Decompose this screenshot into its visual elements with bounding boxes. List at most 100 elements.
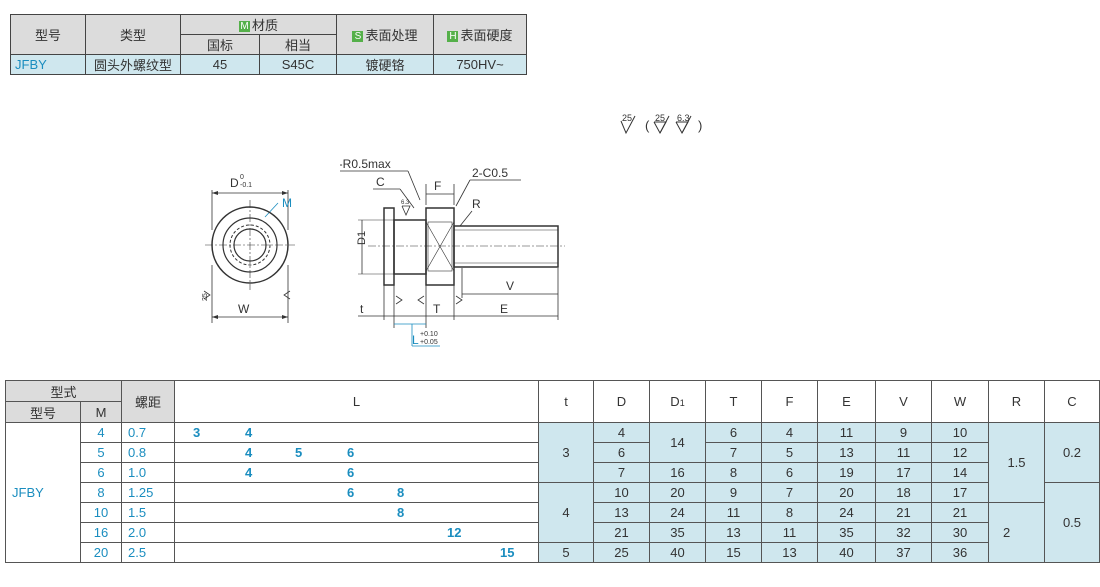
row1-m: 4 xyxy=(80,422,122,443)
row7-d1: 40 xyxy=(649,542,706,563)
spec-hardness: 750HV~ xyxy=(433,54,527,75)
row3-d1: 16 xyxy=(649,462,706,483)
material-tag: M xyxy=(238,21,250,32)
paren-close: ) xyxy=(698,118,702,133)
row1-tt: 6 xyxy=(705,422,762,443)
m-label: M xyxy=(282,196,292,210)
row3-f: 6 xyxy=(761,462,818,483)
row2-v: 11 xyxy=(875,442,932,463)
row6-e: 35 xyxy=(817,522,876,543)
row1-l-b: 4 xyxy=(245,425,253,440)
e-label: E xyxy=(500,302,508,316)
roughness-symbol: 25 ( 25 6.3 ) xyxy=(620,113,702,135)
spec-header-gb: 国标 xyxy=(180,34,260,55)
header-e: E xyxy=(817,380,876,423)
hardness-tag: H xyxy=(447,31,459,42)
d-tol-top: 0 xyxy=(240,174,244,181)
row7-d: 25 xyxy=(593,542,650,563)
row7-l-a: 15 xyxy=(500,545,515,560)
t-label: t xyxy=(360,302,364,316)
header-d1-main: D xyxy=(670,394,680,409)
c-cell-a: 0.2 xyxy=(1044,422,1100,483)
model-cell: JFBY xyxy=(5,422,81,563)
row1-e: 11 xyxy=(817,422,876,443)
row4-tt: 9 xyxy=(705,482,762,503)
row2-l-b: 5 xyxy=(295,445,303,460)
row4-w: 17 xyxy=(931,482,989,503)
row7-tt: 15 xyxy=(705,542,762,563)
row2-d: 6 xyxy=(593,442,650,463)
header-d1: D1 xyxy=(649,380,706,423)
row2-l-a: 4 xyxy=(245,445,253,460)
row5-d: 13 xyxy=(593,502,650,523)
side-view-drawing: 2-R0.5max C F 2-C0.5 R D1 V t T E L +0.1… xyxy=(340,157,565,347)
end-view-drawing: D 0 -0.1 M W 25 xyxy=(202,174,295,323)
row3-pitch: 1.0 xyxy=(121,462,175,483)
row5-f: 8 xyxy=(761,502,818,523)
row3-e: 19 xyxy=(817,462,876,483)
row1-l-a: 3 xyxy=(193,425,201,440)
header-l: L xyxy=(174,380,539,423)
row6-d1: 35 xyxy=(649,522,706,543)
row5-e: 24 xyxy=(817,502,876,523)
row5-m: 10 xyxy=(80,502,122,523)
row3-l-a: 4 xyxy=(245,465,253,480)
header-tt: T xyxy=(705,380,762,423)
row2-l-c: 6 xyxy=(347,445,355,460)
row4-l-b: 8 xyxy=(397,485,405,500)
row1-w: 10 xyxy=(931,422,989,443)
row3-tt: 8 xyxy=(705,462,762,483)
row4-m: 8 xyxy=(80,482,122,503)
row7-l: 15 xyxy=(174,542,539,563)
row4-d: 10 xyxy=(593,482,650,503)
row2-tt: 7 xyxy=(705,442,762,463)
header-pitch: 螺距 xyxy=(121,380,175,423)
spec-header-equiv: 相当 xyxy=(259,34,337,55)
tt-label: T xyxy=(433,302,441,316)
row4-e: 20 xyxy=(817,482,876,503)
row2-e: 13 xyxy=(817,442,876,463)
d1-label: D1 xyxy=(356,231,368,245)
t-cell-b: 4 xyxy=(538,482,594,543)
row6-w: 30 xyxy=(931,522,989,543)
roughness-sub2: 6.3 xyxy=(677,113,690,123)
l-tol-top: +0.10 xyxy=(420,331,438,338)
row2-l: 4 5 6 xyxy=(174,442,539,463)
row3-d: 7 xyxy=(593,462,650,483)
header-w: W xyxy=(931,380,989,423)
header-c: C xyxy=(1044,380,1100,423)
w-label: W xyxy=(238,302,250,316)
paren-open: ( xyxy=(645,118,650,133)
row4-pitch: 1.25 xyxy=(121,482,175,503)
row1-d: 4 xyxy=(593,422,650,443)
row5-w: 21 xyxy=(931,502,989,523)
row6-m: 16 xyxy=(80,522,122,543)
header-f: F xyxy=(761,380,818,423)
row4-f: 7 xyxy=(761,482,818,503)
spec-type: 圆头外螺纹型 xyxy=(85,54,181,75)
spec-surface: 镀硬铬 xyxy=(336,54,434,75)
row5-pitch: 1.5 xyxy=(121,502,175,523)
row1-f: 4 xyxy=(761,422,818,443)
d1-merged: 14 xyxy=(649,422,706,463)
row2-m: 5 xyxy=(80,442,122,463)
row3-l-b: 6 xyxy=(347,465,355,480)
row2-w: 12 xyxy=(931,442,989,463)
row7-m: 20 xyxy=(80,542,122,563)
f-label: F xyxy=(434,179,441,193)
row4-l-a: 6 xyxy=(347,485,355,500)
row5-l-a: 8 xyxy=(397,505,405,520)
row6-v: 32 xyxy=(875,522,932,543)
row7-f: 13 xyxy=(761,542,818,563)
row3-m: 6 xyxy=(80,462,122,483)
l-tol-bot: +0.05 xyxy=(420,339,438,346)
l-label: L xyxy=(412,333,419,347)
row5-d1: 24 xyxy=(649,502,706,523)
header-model: 型号 xyxy=(5,401,81,423)
hardness-label: 表面硬度 xyxy=(460,28,513,43)
row5-l: 8 xyxy=(174,502,539,523)
